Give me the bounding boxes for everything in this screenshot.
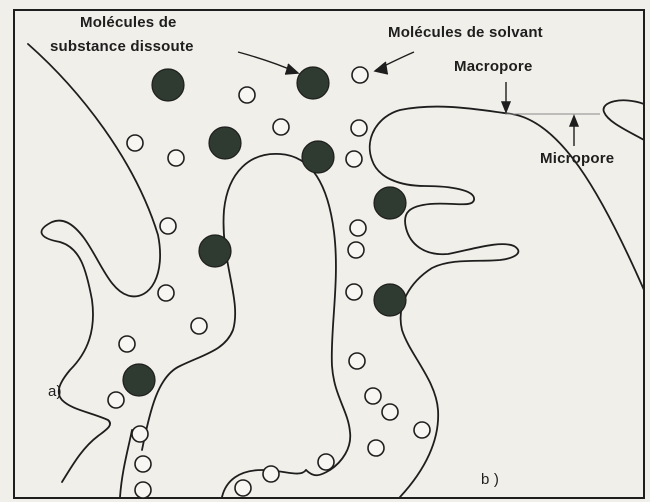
solvent-molecule: [346, 151, 362, 167]
solvent-molecule: [108, 392, 124, 408]
solvent-molecule: [346, 284, 362, 300]
solute-molecule: [152, 69, 184, 101]
solvent-molecule: [132, 426, 148, 442]
solvent-molecule: [349, 353, 365, 369]
solvent-label: Molécules de solvant: [388, 24, 543, 41]
solvent-molecule: [351, 120, 367, 136]
solute-molecule: [302, 141, 334, 173]
micropore-label: Micropore: [540, 150, 614, 167]
solvent-molecule: [235, 480, 251, 496]
solute-molecule: [123, 364, 155, 396]
solvent-molecule: [368, 440, 384, 456]
solute-molecule: [209, 127, 241, 159]
solute-molecule: [374, 284, 406, 316]
solvent-molecule: [160, 218, 176, 234]
solvent-molecule: [127, 135, 143, 151]
solvent-molecule: [135, 482, 151, 498]
solute-molecule: [199, 235, 231, 267]
solvent-molecule: [191, 318, 207, 334]
solvent-molecule: [273, 119, 289, 135]
solvent-molecule: [318, 454, 334, 470]
solvent-molecule: [119, 336, 135, 352]
macropore-label: Macropore: [454, 58, 533, 75]
solute-molecule: [297, 67, 329, 99]
solvent-molecule: [158, 285, 174, 301]
solvent-molecule: [348, 242, 364, 258]
part-b-label: b ): [481, 471, 499, 488]
solute-pointer-arrow: [238, 52, 298, 74]
solute-molecule: [374, 187, 406, 219]
solute-label-line1: Molécules de: [80, 14, 177, 31]
solvent-molecule: [168, 150, 184, 166]
macropore-arrow: [502, 82, 510, 112]
solvent-molecule: [239, 87, 255, 103]
solvent-molecule: [382, 404, 398, 420]
left-pore-lower-wall: [120, 430, 132, 497]
solvent-molecule: [352, 67, 368, 83]
solvent-molecule: [263, 466, 279, 482]
left-pore-wall: [28, 44, 160, 482]
top-right-micropore-wall: [604, 100, 644, 140]
solvent-molecule: [350, 220, 366, 236]
solute-label-line2: substance dissoute: [50, 38, 194, 55]
central-pore-wall: [142, 154, 350, 475]
solvent-pointer-arrow: [375, 52, 414, 74]
part-a-label: a): [48, 383, 62, 400]
solvent-molecule: [365, 388, 381, 404]
solvent-molecule: [135, 456, 151, 472]
solvent-molecules: [108, 67, 430, 498]
solvent-molecule: [414, 422, 430, 438]
micropore-arrow: [570, 116, 578, 146]
